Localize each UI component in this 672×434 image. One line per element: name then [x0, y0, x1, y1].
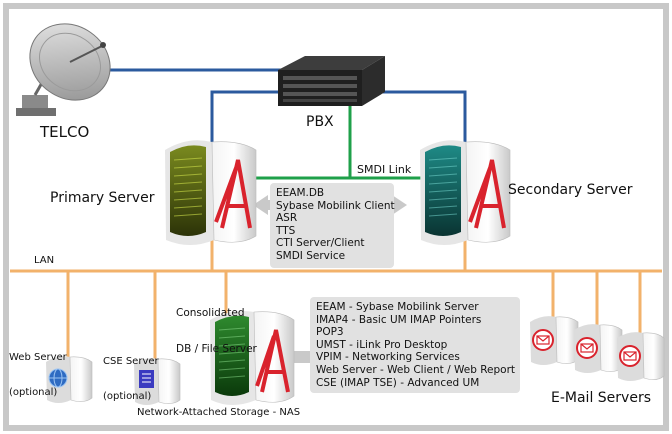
nas-label: Network-Attached Storage - NAS [137, 407, 301, 418]
web-server-label-line2: (optional) [9, 386, 58, 398]
service-item: Sybase Mobilink Client [276, 199, 395, 212]
primary-server-label: Primary Server [50, 190, 155, 206]
service-item: POP3 [316, 326, 344, 339]
cse-server-label-line1: CSE Server [103, 356, 159, 367]
service-item: EEAM.DB [276, 187, 325, 199]
nas-storage-icon [210, 311, 295, 405]
service-item: CSE (IMAP TSE) - Advanced UM [316, 376, 480, 389]
lan-lines [10, 230, 662, 362]
smdi-link-label: SMDI Link [357, 163, 412, 176]
consolidated-label-line1: Consolidated [176, 307, 245, 320]
web-server-label: Web Server (optional) [9, 329, 67, 410]
pbx-icon [278, 56, 385, 106]
primary-server-icon [165, 140, 257, 245]
consolidated-label: Consolidated DB / File Server [176, 283, 257, 367]
email-server-icon [530, 316, 579, 365]
secondary-server-icon [420, 140, 511, 245]
telco-link-lines [100, 68, 467, 150]
telco-label: TELCO [40, 123, 90, 141]
service-item: UMST - iLink Pro Desktop [316, 338, 448, 351]
pbx-label: PBX [306, 114, 334, 130]
email-servers-label: E-Mail Servers [551, 390, 651, 406]
secondary-server-label: Secondary Server [508, 182, 633, 198]
service-item: VPIM - Networking Services [316, 351, 460, 364]
lan-label: LAN [34, 255, 55, 266]
consolidated-label-line2: DB / File Server [176, 343, 257, 356]
email-server-icon [574, 324, 623, 373]
service-item: ASR [276, 212, 298, 225]
web-server-icon [46, 356, 93, 403]
cse-server-icon [134, 358, 181, 405]
service-item: IMAP4 - Basic UM IMAP Pointers [316, 313, 482, 326]
service-item: Web Server - Web Client / Web Report [316, 363, 516, 376]
service-item: TTS [276, 224, 296, 237]
satellite-dish-icon [16, 23, 111, 116]
email-server-icon [617, 332, 665, 381]
web-server-label-line1: Web Server [9, 352, 67, 363]
cse-server-label-line2: (optional) [103, 390, 152, 402]
service-item: CTI Server/Client [276, 237, 365, 250]
service-item: EEAM - Sybase Mobilink Server [316, 301, 479, 313]
service-item: SMDI Service [276, 249, 346, 262]
cse-server-label: CSE Server (optional) [103, 333, 159, 414]
